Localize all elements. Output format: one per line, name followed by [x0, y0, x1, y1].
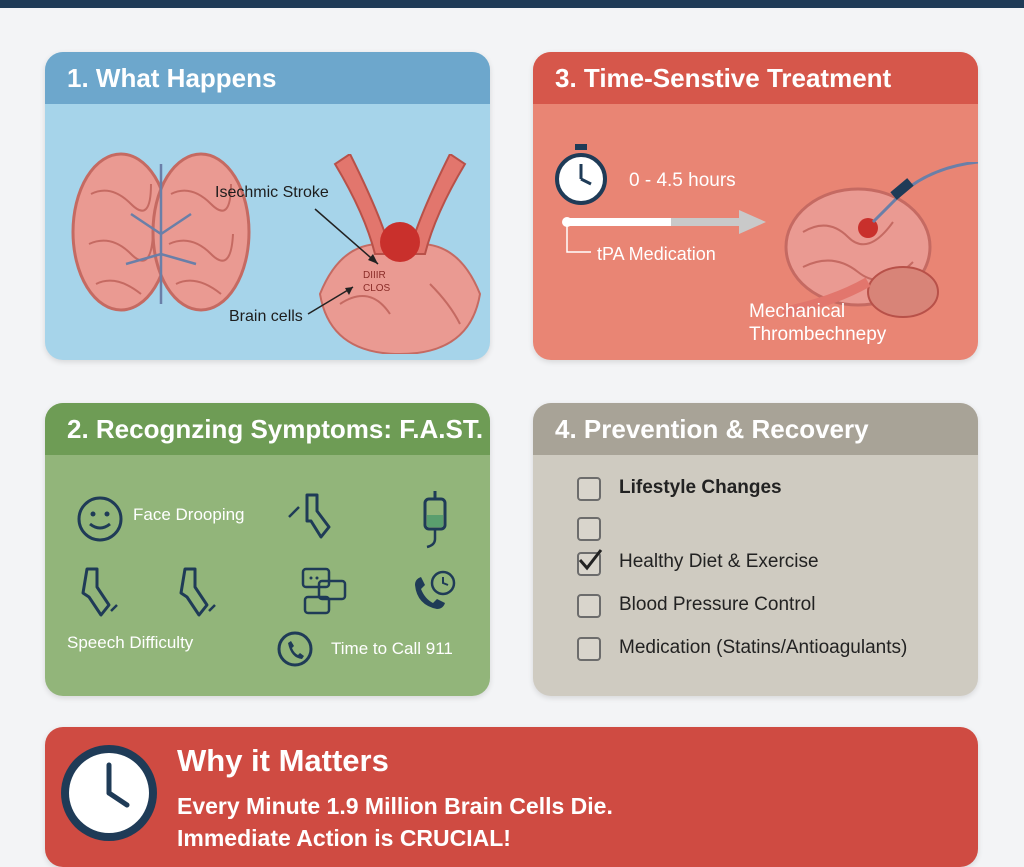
- card-what-happens: 1. What Happens DIIIR CLOS Isechmic Stro…: [45, 52, 490, 360]
- banner-line-1: Every Minute 1.9 Million Brain Cells Die…: [177, 793, 613, 819]
- phone-time-icon: [277, 631, 313, 667]
- card-title-symptoms: 2. Recognzing Symptoms: F.A.ST.: [45, 403, 490, 455]
- checkbox-blood-pressure[interactable]: [577, 594, 601, 618]
- time-to-call-label: Time to Call 911: [331, 639, 453, 658]
- card-title-prevention: 4. Prevention & Recovery: [533, 403, 978, 455]
- card-title-what-happens: 1. What Happens: [45, 52, 490, 104]
- card-title-treatment: 3. Time-Senstive Treatment: [533, 52, 978, 104]
- timeline-arrow-icon: [562, 210, 766, 234]
- speech-difficulty-label: Speech Difficulty: [67, 633, 194, 652]
- mechanical-label-line1: Mechanical: [749, 301, 846, 322]
- card-time-sensitive-treatment: 3. Time-Senstive Treatment 0 - 4.5 hours…: [533, 52, 978, 360]
- checkbox-diet-exercise[interactable]: [577, 549, 603, 576]
- mechanical-label-line2: Thrombechnepy: [749, 324, 887, 345]
- artery-clot-icon: [318, 154, 482, 354]
- arm-drift-icon-right: [179, 567, 216, 617]
- banner-line-2: Immediate Action is CRUCIAL!: [177, 825, 511, 851]
- clock-icon: [61, 745, 157, 841]
- clot-text: DIIIR CLOS: [363, 270, 391, 294]
- checklist-label: Healthy Diet & Exercise: [619, 551, 819, 572]
- smiley-face-icon: [77, 496, 123, 542]
- banner-title: Why it Matters: [177, 743, 389, 778]
- tpa-connector-icon: [566, 222, 591, 253]
- why-it-matters-banner: Why it Matters Every Minute 1.9 Million …: [45, 727, 978, 867]
- card-recognizing-symptoms: 2. Recognzing Symptoms: F.A.ST. Face Dro…: [45, 403, 490, 696]
- stroke-arrow-icon: [314, 208, 379, 265]
- face-drooping-label: Face Drooping: [133, 505, 245, 524]
- label-ischemic-stroke: Isechmic Stroke: [215, 184, 329, 201]
- checklist-label: Blood Pressure Control: [619, 594, 816, 615]
- checklist-label: Lifestyle Changes: [619, 477, 782, 498]
- arm-weakness-icon: [288, 493, 331, 539]
- speech-bubbles-icon: [301, 567, 347, 615]
- checkbox-lifestyle[interactable]: [577, 477, 601, 501]
- iv-bag-icon: [423, 491, 447, 549]
- brain-illustration-icon: [71, 152, 251, 312]
- time-window-label: 0 - 4.5 hours: [629, 170, 736, 191]
- checkmark-icon: [578, 549, 603, 571]
- phone-clock-icon: [415, 570, 456, 609]
- stopwatch-icon: [555, 144, 607, 205]
- checklist-label: Medication (Statins/Antioagulants): [619, 637, 908, 658]
- arm-drift-icon-left: [81, 567, 118, 617]
- card-prevention-recovery: 4. Prevention & Recovery Lifestyle Chang…: [533, 403, 978, 696]
- checkbox-empty[interactable]: [577, 517, 601, 541]
- tpa-medication-label: tPA Medication: [597, 244, 716, 264]
- brain-catheter-icon: [782, 162, 978, 318]
- label-brain-cells: Brain cells: [229, 308, 303, 325]
- checkbox-medication[interactable]: [577, 637, 601, 661]
- top-header-bar: [0, 0, 1024, 8]
- cells-arrow-icon: [307, 286, 354, 315]
